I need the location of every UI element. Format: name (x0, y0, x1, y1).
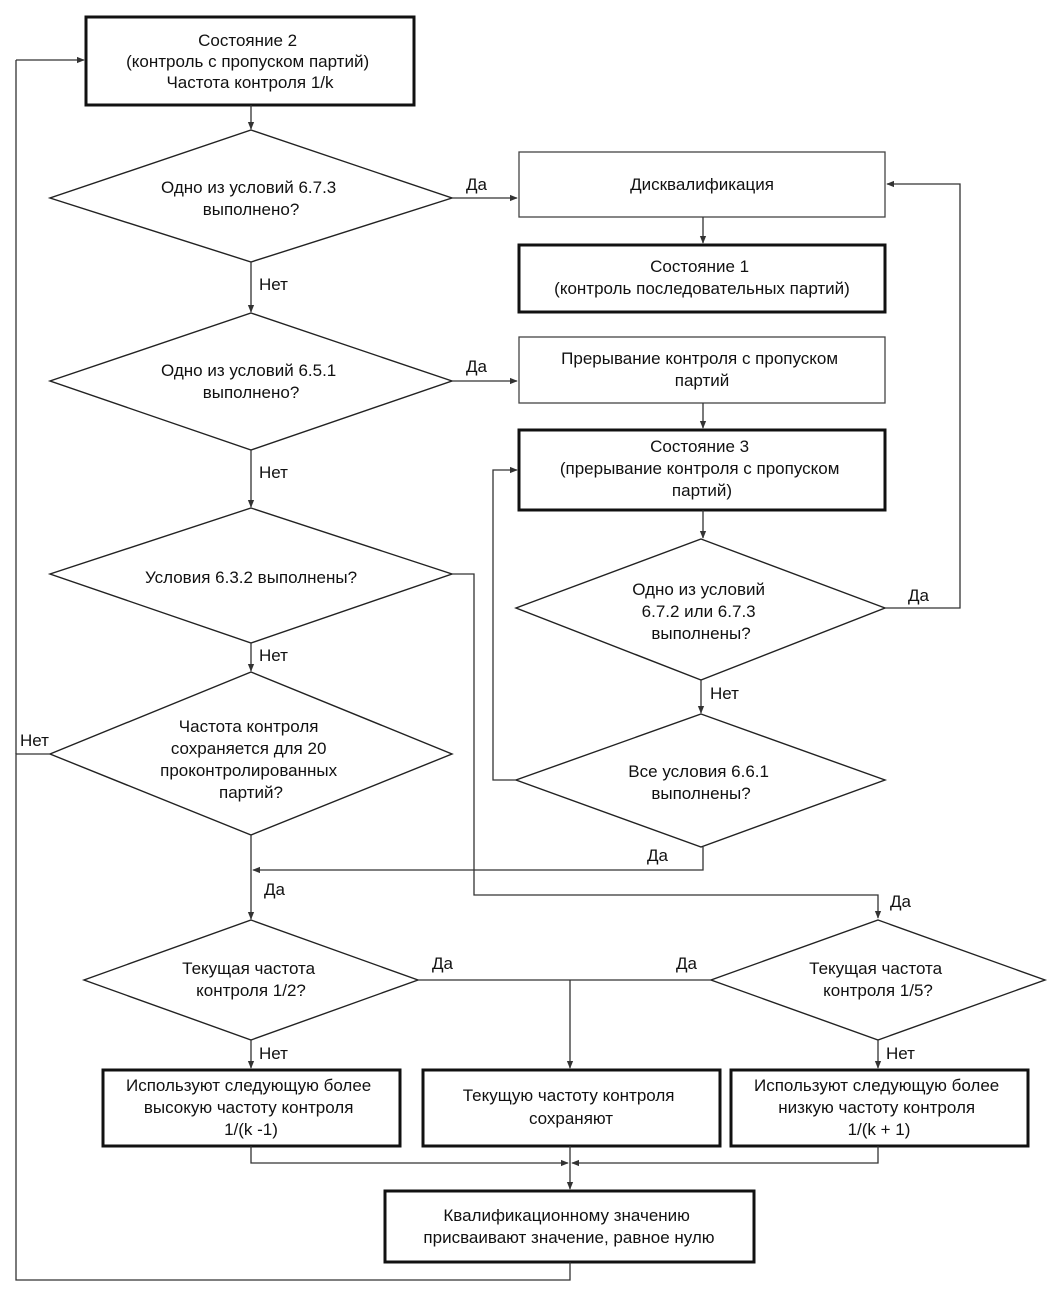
edge-q661-yes (252, 847, 704, 874)
disq-text: Дисквалификация (630, 175, 774, 194)
q12-line-1: Текущая частота (182, 959, 315, 978)
label-q632-no: Нет (259, 646, 288, 665)
disq-line-1: Дисквалификация (630, 175, 774, 194)
state2-box (84, 15, 416, 107)
q661-line-1: Все условия 6.6.1 (628, 762, 769, 781)
edge-q661-state3-no (492, 466, 518, 781)
label-q651-no: Нет (259, 463, 288, 482)
q20-line-1: Частота контроля (179, 717, 319, 736)
lower-line-3: 1/(k + 1) (848, 1120, 911, 1139)
disq-box (518, 151, 886, 218)
keep-text: Текущую частоту контроля сохраняют (463, 1086, 680, 1128)
state1-box (517, 243, 887, 314)
q673-line-2: выполнено? (203, 200, 300, 219)
q12-text: Текущая частота контроля 1/2? (182, 959, 320, 1000)
label-q20-no: Нет (20, 731, 49, 750)
label-q672-no: Нет (710, 684, 739, 703)
q651-diamond (47, 312, 455, 451)
state3-box (517, 428, 887, 512)
q20-text: Частота контроля сохраняется для 20 прок… (160, 717, 342, 802)
higher-line-3: 1/(k -1) (224, 1120, 278, 1139)
state2-line-3: Частота контроля 1/k (166, 73, 334, 92)
interrupt-line-1: Прерывание контроля с пропуском (561, 349, 838, 368)
reset-box (383, 1189, 756, 1264)
keep-line-1: Текущую частоту контроля (463, 1086, 675, 1105)
q672-673-text: Одно из условий 6.7.2 или 6.7.3 выполнен… (632, 580, 769, 643)
q672-673-line-2: 6.7.2 или 6.7.3 (642, 602, 756, 621)
higher-line-1: Используют следующую более (126, 1076, 371, 1095)
edge-lower-merge (571, 1146, 879, 1167)
higher-text: Используют следующую более высокую часто… (126, 1076, 376, 1139)
higher-box (101, 1068, 402, 1148)
q661-line-2: выполнены? (651, 784, 750, 803)
q12-line-2: контроля 1/2? (196, 981, 306, 1000)
q672-673-line-1: Одно из условий (632, 580, 765, 599)
label-q20-yes: Да (264, 880, 286, 899)
keep-box (421, 1068, 722, 1148)
state3-line-3: партий) (672, 481, 732, 500)
label-q12-no: Нет (259, 1044, 288, 1063)
lower-text: Используют следующую более низкую частот… (754, 1076, 1004, 1139)
edge-q672-disq-yes (885, 180, 961, 609)
state2-text: Состояние 2 (контроль с пропуском партий… (126, 31, 374, 92)
interrupt-line-2: партий (675, 371, 730, 390)
state3-line-2: (прерывание контроля с пропуском (560, 459, 840, 478)
reset-line-2: присваивают значение, равное нулю (423, 1228, 714, 1247)
lower-box (729, 1068, 1030, 1148)
q20-line-4: партий? (219, 783, 283, 802)
lower-line-2: низкую частоту контроля (778, 1098, 975, 1117)
label-q15-no: Нет (886, 1044, 915, 1063)
label-q673-no: Нет (259, 275, 288, 294)
interrupt-box (518, 336, 886, 404)
label-q15-yes: Да (676, 954, 698, 973)
lower-line-1: Используют следующую более (754, 1076, 999, 1095)
label-q632-yes: Да (890, 892, 912, 911)
reset-line-1: Квалификационному значению (443, 1206, 690, 1225)
q672-673-line-3: выполнены? (651, 624, 750, 643)
higher-line-2: высокую частоту контроля (144, 1098, 354, 1117)
state2-line-2: (контроль с пропуском партий) (126, 52, 369, 71)
reset-text: Квалификационному значению присваивают з… (423, 1206, 714, 1247)
q661-text: Все условия 6.6.1 выполнены? (628, 762, 773, 803)
state2-line-1: Состояние 2 (198, 31, 297, 50)
label-q673-yes: Да (466, 175, 488, 194)
edge-higher-merge (250, 1146, 569, 1167)
state1-line-1: Состояние 1 (650, 257, 749, 276)
q673-text: Одно из условий 6.7.3 выполнено? (161, 178, 341, 219)
state3-line-1: Состояние 3 (650, 437, 749, 456)
q673-line-1: Одно из условий 6.7.3 (161, 178, 336, 197)
q15-line-2: контроля 1/5? (823, 981, 933, 1000)
q661-diamond (513, 713, 888, 848)
interrupt-text: Прерывание контроля с пропуском партий (561, 349, 843, 390)
q15-diamond (708, 919, 1048, 1041)
label-q661-yes: Да (647, 846, 669, 865)
state3-text: Состояние 3 (прерывание контроля с пропу… (560, 437, 844, 500)
label-q672-yes: Да (908, 586, 930, 605)
q15-line-1: Текущая частота (809, 959, 942, 978)
edge-q632-q15-yes (452, 573, 882, 919)
q632-text: Условия 6.3.2 выполнены? (145, 568, 357, 587)
q651-text: Одно из условий 6.5.1 выполнено? (161, 361, 341, 402)
q651-line-1: Одно из условий 6.5.1 (161, 361, 336, 380)
q20-line-2: сохраняется для 20 (171, 739, 327, 758)
q12-diamond (81, 919, 421, 1041)
q20-line-3: проконтролированных (160, 761, 338, 780)
label-q12-yes: Да (432, 954, 454, 973)
state1-text: Состояние 1 (контроль последовательных п… (554, 257, 850, 298)
state1-line-2: (контроль последовательных партий) (554, 279, 850, 298)
label-q651-yes: Да (466, 357, 488, 376)
q632-line-1: Условия 6.3.2 выполнены? (145, 568, 357, 587)
q15-text: Текущая частота контроля 1/5? (809, 959, 947, 1000)
edge-q20-no-loop (15, 753, 571, 1281)
keep-line-2: сохраняют (529, 1109, 613, 1128)
q651-line-2: выполнено? (203, 383, 300, 402)
